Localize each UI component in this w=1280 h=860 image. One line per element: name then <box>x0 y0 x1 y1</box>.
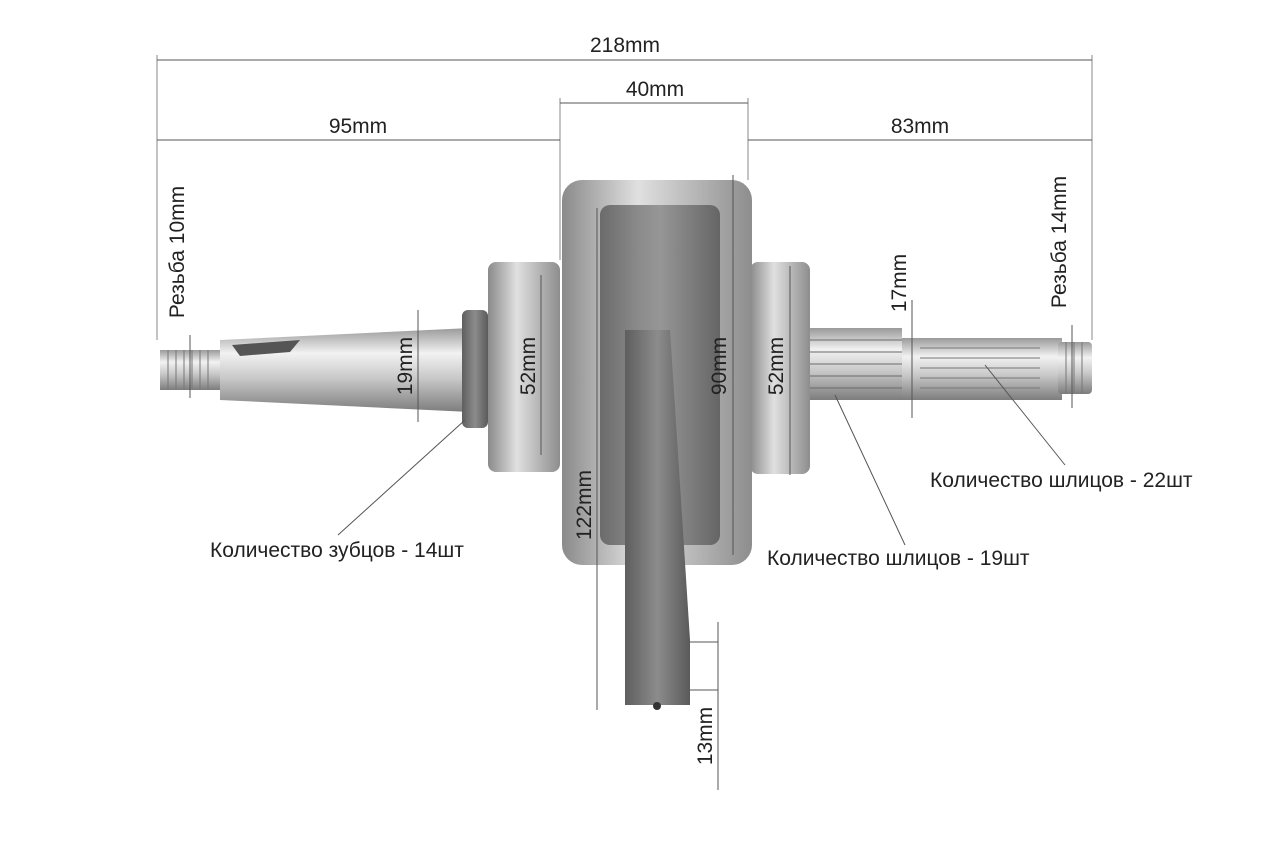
callout-splines-22: Количество шлицов - 22шт <box>930 469 1193 492</box>
dim-spline-diameter: 17mm <box>888 254 911 312</box>
dim-left-shaft-diameter: 19mm <box>394 337 417 395</box>
dim-right-length: 83mm <box>891 115 949 138</box>
left-bearing <box>488 262 560 472</box>
dim-pin-diameter: 13mm <box>694 707 717 765</box>
dim-center-width: 40mm <box>626 78 684 101</box>
dim-left-length: 95mm <box>329 115 387 138</box>
right-thread <box>1058 342 1092 394</box>
dim-left-thread: Резьба 10mm <box>166 186 189 318</box>
dim-flywheel-diameter: 90mm <box>708 337 731 395</box>
callout-gear-teeth: Количество зубцов - 14шт <box>210 539 464 562</box>
left-shaft <box>220 328 470 412</box>
dimension-lines <box>157 59 1092 790</box>
right-bearing <box>750 262 810 474</box>
dim-right-thread: Резьба 14mm <box>1048 176 1071 308</box>
gear <box>462 310 488 428</box>
crankshaft-photo <box>160 180 1092 710</box>
dim-conrod-length: 122mm <box>573 470 596 540</box>
connecting-rod <box>625 330 690 705</box>
dim-total-length: 218mm <box>590 34 660 57</box>
extension-lines <box>156 55 1093 340</box>
keyway <box>232 340 300 356</box>
right-shaft <box>902 338 1062 400</box>
left-thread <box>160 350 222 390</box>
dim-left-bearing-diameter: 52mm <box>517 337 540 395</box>
callout-splines-19: Количество шлицов - 19шт <box>767 547 1030 570</box>
dim-right-bearing-diameter: 52mm <box>765 337 788 395</box>
